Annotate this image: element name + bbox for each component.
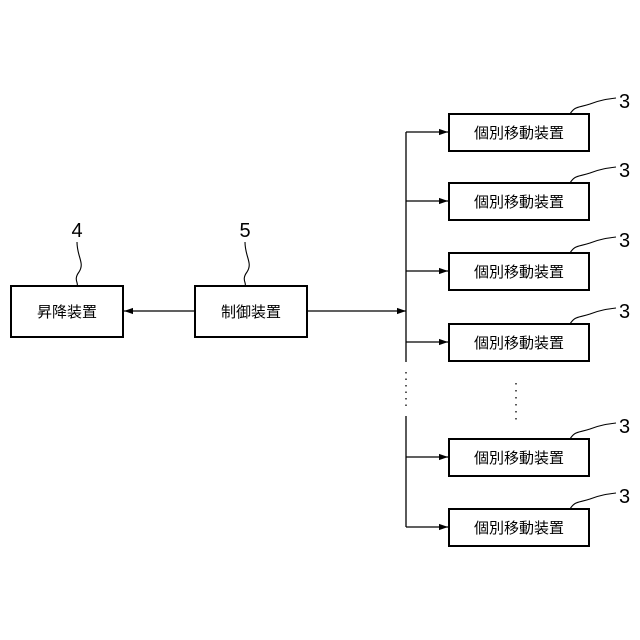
moving-device-ref: 3 (619, 230, 630, 252)
moving-device-4: 個別移動装置 3 (406, 301, 630, 361)
moving-device-6: 個別移動装置 3 (406, 486, 630, 546)
lift-device-label: 昇降装置 (37, 303, 97, 321)
moving-device-leader (570, 167, 616, 183)
moving-device-label: 個別移動装置 (474, 263, 564, 281)
control-device-leader (244, 242, 249, 286)
moving-device-leader (570, 493, 616, 509)
moving-device-5: 個別移動装置 3 (406, 416, 630, 476)
lift-device-ref: 4 (71, 220, 82, 242)
lift-device-leader (76, 242, 81, 286)
moving-device-leader (570, 237, 616, 253)
moving-device-leader (570, 423, 616, 439)
moving-device-2: 個別移動装置 3 (406, 160, 630, 220)
control-device-ref: 5 (239, 220, 250, 242)
moving-device-label: 個別移動装置 (474, 449, 564, 467)
moving-device-3: 個別移動装置 3 (406, 230, 630, 290)
moving-device-ref: 3 (619, 91, 630, 113)
control-device-label: 制御装置 (221, 303, 281, 321)
moving-device-label: 個別移動装置 (474, 124, 564, 142)
moving-device-leader (570, 98, 616, 114)
moving-device-ref: 3 (619, 416, 630, 438)
moving-device-label: 個別移動装置 (474, 334, 564, 352)
moving-device-1: 個別移動装置 3 (406, 91, 630, 151)
moving-device-leader (570, 308, 616, 324)
moving-device-ref: 3 (619, 486, 630, 508)
moving-device-ref: 3 (619, 160, 630, 182)
moving-device-label: 個別移動装置 (474, 519, 564, 537)
moving-device-ref: 3 (619, 301, 630, 323)
moving-device-label: 個別移動装置 (474, 193, 564, 211)
